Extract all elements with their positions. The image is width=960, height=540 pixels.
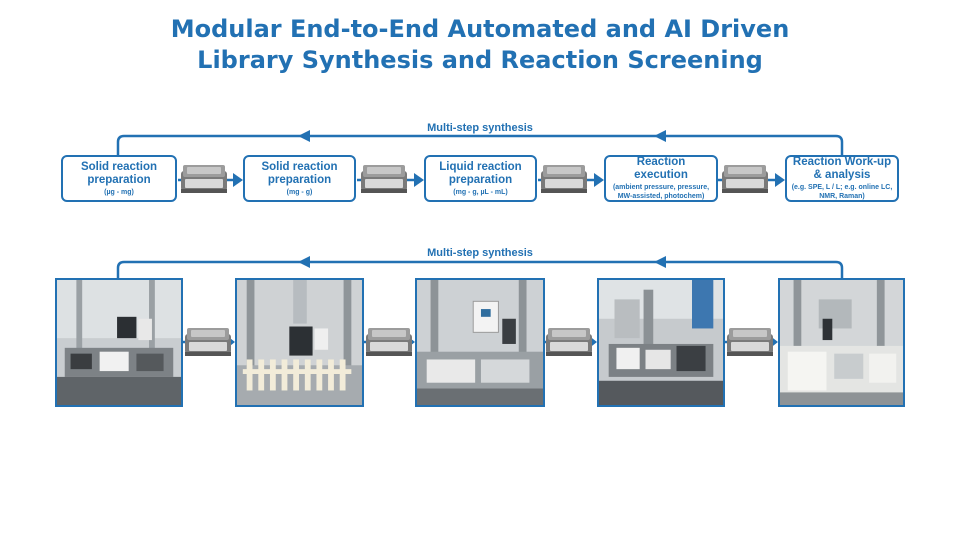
- step-subtitle: (mg - g): [286, 188, 313, 196]
- loop-arrowhead-top: [298, 130, 310, 142]
- step-box-5: Reaction Work-up & analysis (e.g. SPE, L…: [785, 155, 899, 202]
- step-subtitle: (ambient pressure, pressure, MW-assisted…: [612, 184, 710, 200]
- title-line-1: Modular End-to-End Automated and AI Driv…: [170, 15, 790, 43]
- loop-arrowhead-top-2: [654, 130, 666, 142]
- step-subtitle: (mg - g, µL - mL): [453, 188, 508, 196]
- connector-4: [718, 165, 785, 193]
- step-title: Solid reaction preparation: [261, 160, 338, 186]
- step-box-2: Solid reaction preparation (mg - g): [243, 155, 356, 202]
- loop-arrowhead-bottom-2: [654, 256, 666, 268]
- page-title: Modular End-to-End Automated and AI Driv…: [0, 14, 960, 76]
- step-box-1: Solid reaction preparation (µg - mg): [61, 155, 177, 202]
- station-photo-4: [597, 278, 725, 407]
- step-subtitle: (µg - mg): [104, 188, 134, 196]
- connector-2: [357, 165, 424, 193]
- step-title: Reaction Work-up & analysis: [792, 156, 892, 181]
- step-title: Reaction execution: [634, 156, 688, 181]
- title-line-2: Library Synthesis and Reaction Screening: [197, 46, 763, 74]
- connector-3: [538, 165, 604, 193]
- loop-arrowhead-bottom: [298, 256, 310, 268]
- step-title: Liquid reaction preparation: [439, 160, 522, 186]
- station-photo-1: [55, 278, 183, 407]
- loop-arrow-bottom: [116, 260, 844, 278]
- loop-label-top: Multi-step synthesis: [427, 122, 533, 134]
- station-photo-3: [415, 278, 545, 407]
- photo-connector-2: [364, 328, 415, 356]
- loop-arrow-top: [116, 134, 844, 155]
- station-photo-5: [778, 278, 905, 407]
- step-subtitle: (e.g. SPE, L / L; e.g. online LC, NMR, R…: [791, 184, 893, 200]
- loop-label-bottom: Multi-step synthesis: [427, 247, 533, 259]
- photo-connector-4: [725, 328, 778, 356]
- step-title: Solid reaction preparation: [80, 160, 158, 186]
- photo-connector-3: [544, 328, 597, 356]
- photo-connector-1: [183, 328, 235, 356]
- station-photo-2: [235, 278, 364, 407]
- connector-1: [178, 165, 243, 193]
- step-box-4: Reaction execution (ambient pressure, pr…: [604, 155, 718, 202]
- step-box-3: Liquid reaction preparation (mg - g, µL …: [424, 155, 537, 202]
